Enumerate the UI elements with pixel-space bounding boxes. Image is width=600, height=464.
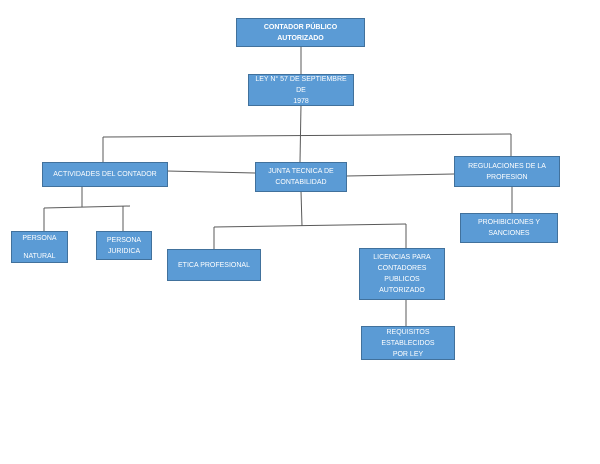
node-regulaciones: REGULACIONES DE LA PROFESION (454, 156, 560, 187)
connector (213, 223, 407, 228)
node-etica-profesional: ETICA PROFESIONAL (167, 249, 261, 281)
connector (300, 190, 303, 227)
node-ley-57: LEY N° 57 DE SEPTIEMBRE DE 1978 (248, 74, 354, 106)
node-prohibiciones-y-sanciones: PROHIBICIONES Y SANCIONES (460, 213, 558, 243)
connector (299, 104, 302, 163)
connector (345, 173, 455, 177)
node-requisitos-establecidos: REQUISITOS ESTABLECIDOS POR LEY (361, 326, 455, 360)
node-persona-juridica: PERSONA JURIDICA (96, 231, 152, 260)
connector (166, 170, 256, 174)
node-actividades-del-contador: ACTIVIDADES DEL CONTADOR (42, 162, 168, 187)
node-contador-publico-autorizado: CONTADOR PÚBLICO AUTORIZADO (236, 18, 365, 47)
node-junta-tecnica: JUNTA TECNICA DE CONTABILIDAD (255, 162, 347, 192)
node-licencias: LICENCIAS PARA CONTADORES PUBLICOS AUTOR… (359, 248, 445, 300)
connector (43, 205, 131, 209)
node-persona-natural: PERSONA NATURAL (11, 231, 68, 263)
connector (102, 133, 512, 138)
